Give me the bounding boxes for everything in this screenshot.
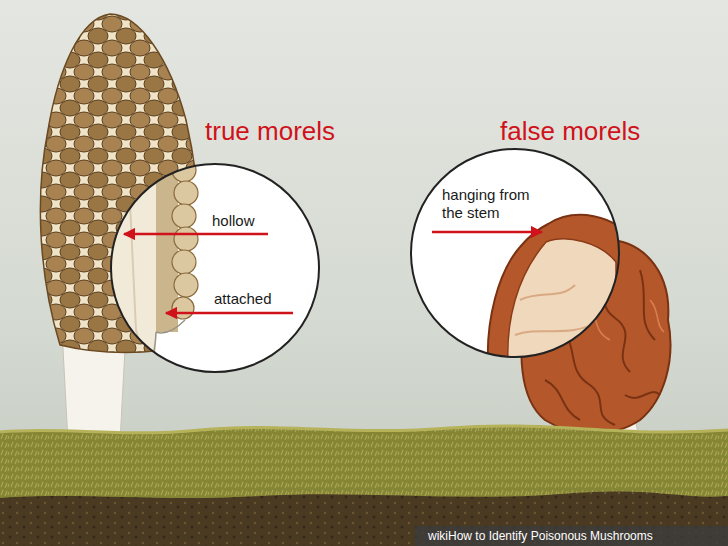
false-morel-cross-section-part (488, 215, 632, 365)
leader-arrow (166, 312, 293, 315)
true-morel-cross-section-part-part-part (172, 158, 196, 182)
callout-circle: hollow attached (110, 163, 320, 373)
title-label: false morels (500, 116, 640, 147)
watermark: wikiHow to Identify Poisonous Mushrooms (428, 529, 653, 543)
false-morel-cross-section (411, 149, 632, 365)
false-morel-cross-section-part-part (488, 215, 632, 365)
true-morel-cross-section-part-part-part (174, 181, 198, 205)
true-morel-cross-section-part-part-part (172, 204, 196, 228)
true-morel-cross-section-part (100, 158, 198, 380)
false-morel-cross-section-part-part (508, 239, 616, 365)
true-morel (40, 14, 200, 442)
ground (0, 426, 728, 546)
true-morel-cross-section (100, 158, 319, 380)
callout-text: hanging from the stem (442, 186, 554, 222)
watermark-bar (415, 526, 728, 546)
true-morel-cross-section-part-part-part (172, 250, 196, 274)
true-morel-cross-section-part-part-part (174, 273, 198, 297)
callout-circle: hanging from the stem (410, 148, 620, 358)
ground-part (0, 491, 728, 546)
leader-arrow (124, 233, 268, 236)
ground-part (0, 426, 728, 433)
true-morel-cross-section-part-part (150, 320, 185, 380)
callout-text: hollow (212, 212, 255, 230)
true-morel-cross-section-part-part (100, 160, 156, 380)
true-morel-cross-section-part-part-part (172, 297, 194, 319)
callout-text: attached (214, 290, 272, 308)
true-morel-cross-section-part-part-part (174, 227, 198, 251)
leader-arrow (432, 231, 542, 234)
true-morel-cross-section-part-part (172, 158, 198, 319)
true-morel-cross-section-part-part (128, 160, 158, 380)
title-label: true morels (205, 116, 335, 147)
ground-part (0, 426, 728, 546)
false-morel-cross-section-part-part (515, 285, 600, 335)
